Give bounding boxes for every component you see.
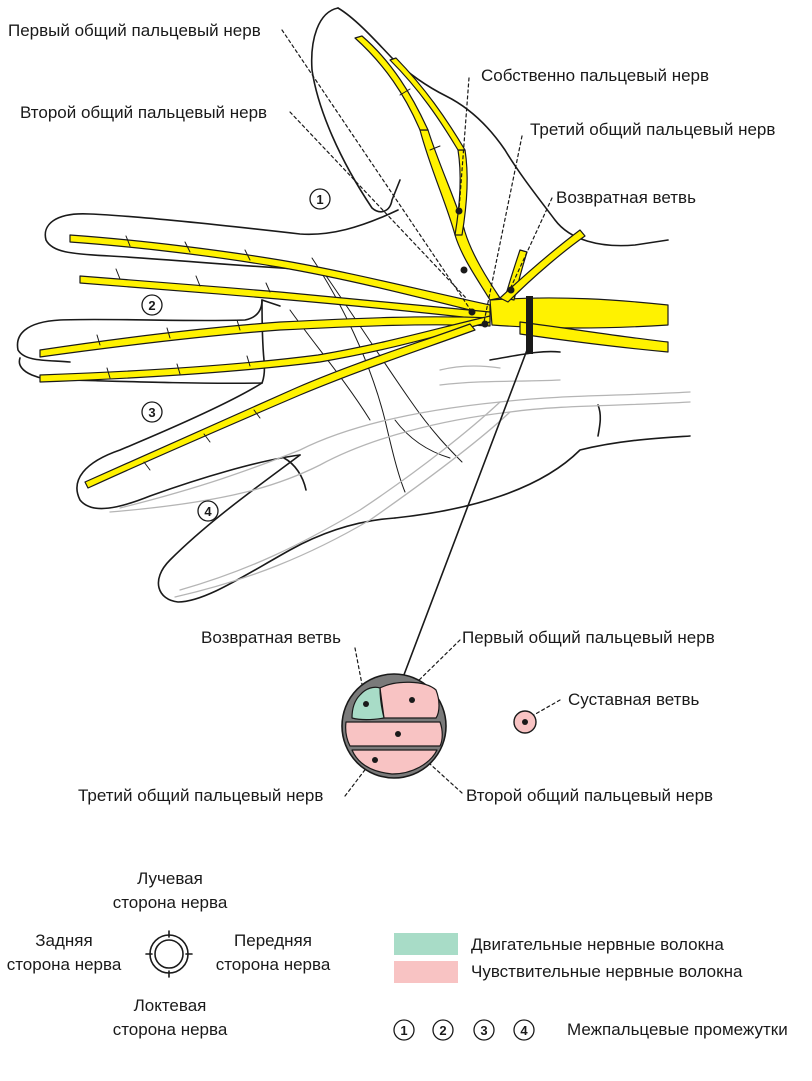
- legend-motor-swatch: [394, 933, 458, 955]
- orientation-bottom-line2: сторона нерва: [95, 1020, 245, 1040]
- orientation-left-line2: сторона нерва: [0, 955, 128, 975]
- label-second-common-top: Второй общий пальцевый нерв: [20, 103, 267, 123]
- legend-space-3: 3: [480, 1023, 487, 1038]
- median-nerve-trunk: [490, 298, 668, 328]
- space-3-number: 3: [148, 405, 155, 420]
- space-4-number: 4: [204, 504, 212, 519]
- legend-motor-label: Двигательные нервные волокна: [471, 935, 724, 955]
- label-third-common-top: Третий общий пальцевый нерв: [530, 120, 775, 140]
- legend-sensory-label: Чувствительные нервные волокна: [471, 962, 742, 982]
- orientation-right-line1: Передняя: [208, 931, 338, 951]
- label-recurrent-top: Возвратная ветвь: [556, 188, 696, 208]
- second-common-digital-nerve: [70, 235, 490, 315]
- orientation-left-line1: Задняя: [0, 931, 128, 951]
- label-first-common-top: Первый общий пальцевый нерв: [8, 21, 261, 41]
- orientation-top-line1: Лучевая: [95, 869, 245, 889]
- orientation-right-line2: сторона нерва: [208, 955, 338, 975]
- legend-space-2: 2: [439, 1023, 446, 1038]
- articular-branch-section: [514, 711, 536, 733]
- label-second-common-cs: Второй общий пальцевый нерв: [466, 786, 713, 806]
- legend-space-4: 4: [520, 1023, 528, 1038]
- legend-sensory-swatch: [394, 961, 458, 983]
- little-finger-outline: [158, 455, 395, 602]
- label-recurrent-cs: Возвратная ветвь: [201, 628, 341, 648]
- space-1-number: 1: [316, 192, 323, 207]
- orientation-bottom: Локтевая сторона нерва: [95, 996, 245, 1040]
- label-first-common-cs: Первый общий пальцевый нерв: [462, 628, 715, 648]
- label-proper-digital: Собственно пальцевый нерв: [481, 66, 709, 86]
- section-bar: [526, 296, 533, 354]
- ulnar-nerve-branches: [110, 366, 690, 597]
- orientation-right: Передняя сторона нерва: [208, 931, 338, 975]
- legend-spaces-label: Межпальцевые промежутки: [567, 1020, 788, 1040]
- sensory-fascicle-second: [346, 722, 443, 746]
- legend-space-1: 1: [400, 1023, 407, 1038]
- orientation-bottom-line1: Локтевая: [95, 996, 245, 1016]
- orientation-circle: [146, 931, 192, 977]
- orientation-top-line2: сторона нерва: [95, 893, 245, 913]
- orientation-left: Задняя сторона нерва: [0, 931, 128, 975]
- space-2-number: 2: [148, 298, 155, 313]
- nerve-cross-section: [342, 674, 446, 778]
- orientation-top: Лучевая сторона нерва: [95, 869, 245, 913]
- label-articular: Суставная ветвь: [568, 690, 699, 710]
- label-third-common-cs: Третий общий пальцевый нерв: [78, 786, 323, 806]
